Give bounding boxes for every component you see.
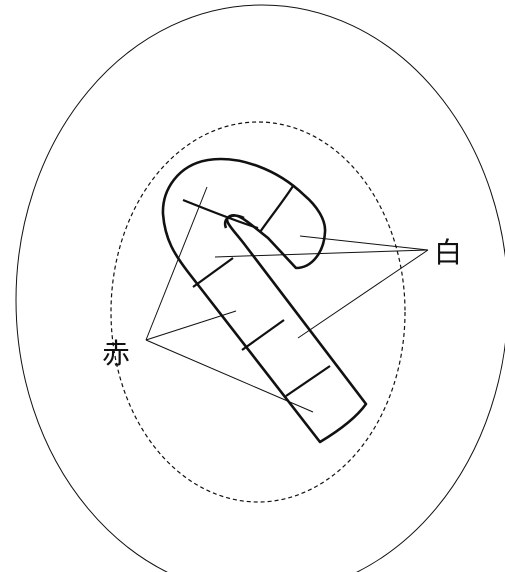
outer-ellipse — [16, 5, 505, 572]
label-red: 赤 — [102, 337, 130, 370]
white-pointer-line-1 — [300, 236, 428, 250]
inner-dashed-ellipse — [111, 122, 405, 502]
stripe-divider-3 — [193, 258, 233, 287]
red-pointer-line-1 — [146, 187, 207, 340]
candy-cane — [163, 159, 366, 442]
white-pointer-line-3 — [298, 250, 428, 338]
red-pointer-line-2 — [146, 311, 236, 340]
label-white: 白 — [434, 236, 462, 269]
stripe-divider-4 — [242, 320, 284, 350]
red-pointer-line-3 — [146, 340, 313, 412]
stripe-divider-1 — [183, 200, 258, 228]
stripe-divider-2 — [260, 186, 293, 232]
candy-cane-outline — [163, 159, 366, 442]
stripe-divider-5 — [286, 366, 330, 396]
